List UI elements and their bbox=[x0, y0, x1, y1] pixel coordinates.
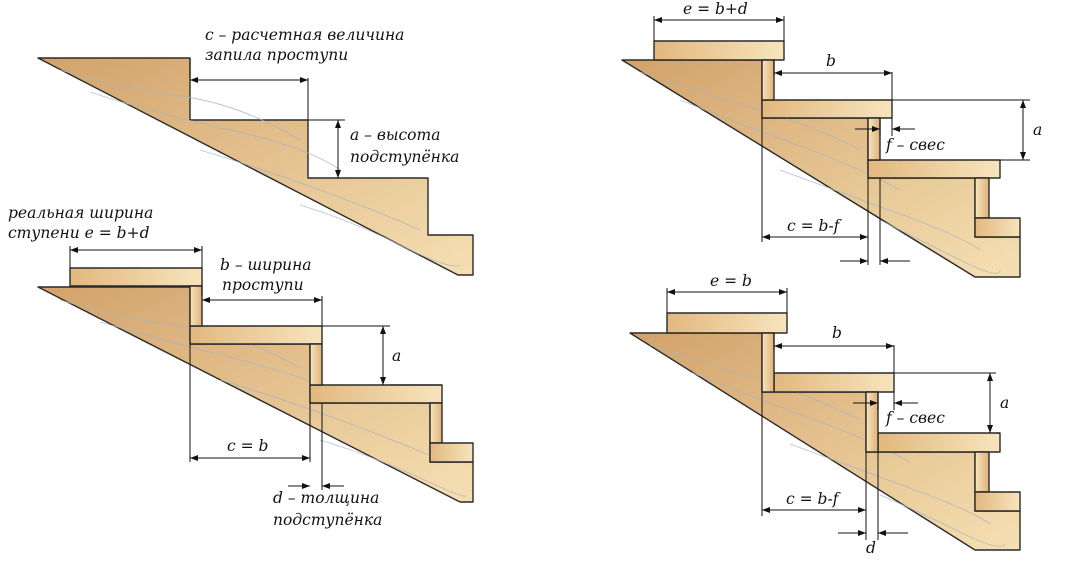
diagram-top-right: e = b+d b a f – свес c = b-f bbox=[621, 0, 1042, 278]
label-bl-d-1: d – толщина bbox=[273, 489, 379, 507]
label-bl-b-1: b – ширина bbox=[220, 256, 312, 274]
riser-tr-1 bbox=[761, 59, 775, 101]
label-tr-b: b bbox=[826, 52, 836, 70]
riser-bl-3 bbox=[429, 402, 443, 444]
tread-tr-3 bbox=[867, 159, 1001, 179]
label-tl-a-2: подступёнка bbox=[350, 148, 459, 166]
diagram-top-left: c – расчетная величина запила проступи a… bbox=[37, 26, 474, 276]
riser-br-1 bbox=[761, 332, 775, 393]
riser-br-4 bbox=[974, 491, 1021, 512]
label-tr-f: f – свес bbox=[885, 136, 945, 154]
wood-grain-top-left bbox=[59, 69, 461, 267]
riser-tr-3 bbox=[974, 177, 990, 219]
label-br-c: c = b-f bbox=[786, 490, 842, 508]
label-tl-a-1: a – высота bbox=[350, 126, 440, 144]
label-br-e: e = b bbox=[710, 272, 752, 290]
diagram-bottom-left: реальная ширина ступени e = b+d b – шири… bbox=[8, 204, 474, 529]
tread-br-3 bbox=[877, 432, 1001, 453]
tread-bl-3 bbox=[309, 384, 443, 404]
tread-bl-1 bbox=[69, 267, 203, 287]
label-bl-real-1: реальная ширина bbox=[8, 204, 153, 222]
label-bl-a: a bbox=[392, 347, 401, 365]
label-bl-d-2: подступёнка bbox=[273, 511, 382, 529]
label-br-a: a bbox=[1000, 394, 1009, 412]
label-br-b: b bbox=[832, 324, 842, 342]
label-tr-c: c = b-f bbox=[787, 217, 843, 235]
riser-bl-1 bbox=[189, 285, 203, 327]
label-tl-c-2: запила проступи bbox=[205, 46, 348, 64]
diagram-bottom-right: e = b b a f – свес c = b-f bbox=[629, 272, 1021, 557]
label-br-d: d bbox=[866, 539, 876, 557]
riser-br-2 bbox=[865, 391, 879, 453]
stringer-top-left bbox=[37, 57, 474, 276]
label-bl-b-2: проступи bbox=[222, 276, 304, 294]
riser-bl-2 bbox=[309, 343, 323, 386]
label-tr-a: a bbox=[1033, 121, 1042, 139]
tread-br-2 bbox=[773, 372, 895, 393]
riser-tr-2 bbox=[867, 117, 881, 161]
tread-br-1 bbox=[666, 312, 788, 334]
label-tr-e: e = b+d bbox=[683, 0, 748, 18]
label-bl-c: c = b bbox=[227, 437, 268, 455]
tread-tr-1 bbox=[653, 40, 785, 61]
riser-br-3 bbox=[974, 451, 990, 493]
riser-bl-4 bbox=[429, 442, 474, 463]
label-bl-real-2: ступени e = b+d bbox=[8, 224, 150, 242]
tread-tr-2 bbox=[761, 99, 893, 119]
riser-tr-4 bbox=[974, 217, 1021, 238]
tread-bl-2 bbox=[189, 325, 323, 345]
label-br-f: f – свес bbox=[885, 409, 945, 427]
label-tl-c-1: c – расчетная величина bbox=[205, 26, 404, 44]
